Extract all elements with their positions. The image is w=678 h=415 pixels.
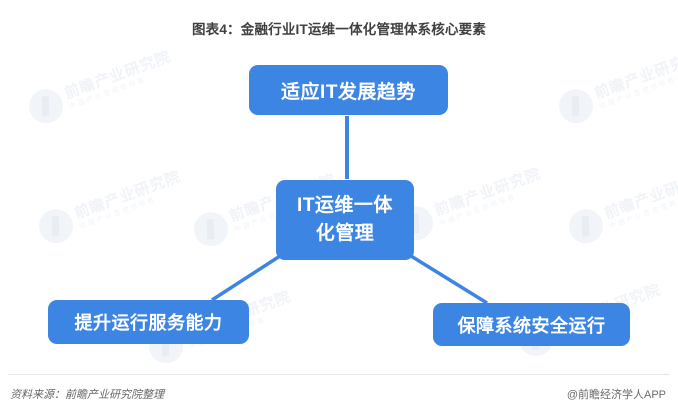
- source-note: 资料来源：前瞻产业研究院整理: [10, 389, 164, 401]
- node-it-ops-integrated-management[interactable]: IT运维一体 化管理: [276, 180, 414, 260]
- node-bottom-right-label: 保障系统安全运行: [457, 315, 606, 336]
- page-title: 图表4：金融行业IT运维一体化管理体系核心要素: [191, 22, 487, 37]
- connector-center-to-bottom-right: [410, 254, 488, 305]
- node-adapt-it-trends[interactable]: 适应IT发展趋势: [249, 65, 448, 115]
- connector-center-to-bottom-left: [211, 254, 281, 302]
- node-center-label-line1: IT运维一体: [297, 195, 393, 217]
- node-center-label-line2: 化管理: [315, 223, 375, 244]
- node-bottom-left-label: 提升运行服务能力: [74, 313, 223, 333]
- brand-credit: @前瞻经济学人APP: [566, 389, 666, 401]
- footer-divider: [8, 374, 670, 375]
- node-improve-service-capability[interactable]: 提升运行服务能力: [48, 300, 249, 344]
- node-top-label: 适应IT发展趋势: [281, 81, 416, 103]
- node-guarantee-system-security[interactable]: 保障系统安全运行: [433, 303, 630, 346]
